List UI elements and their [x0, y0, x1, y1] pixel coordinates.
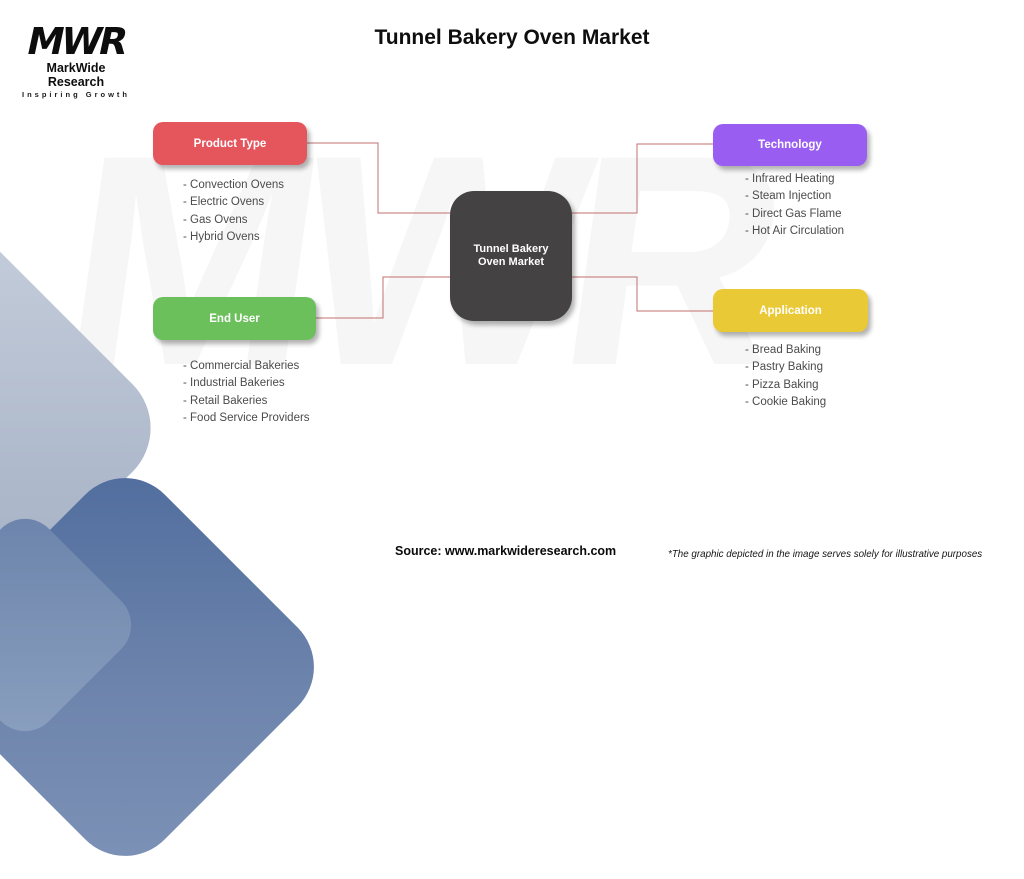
- list-item: - Pizza Baking: [745, 378, 819, 391]
- connector-product-type: [307, 142, 450, 214]
- list-item: - Convection Ovens: [183, 179, 284, 191]
- list-item: - Infrared Heating: [745, 173, 835, 185]
- list-item: - Industrial Bakeries: [183, 377, 285, 390]
- list-item: - Bread Baking: [745, 344, 822, 356]
- list-item: - Commercial Bakeries: [183, 360, 300, 372]
- node-end-user: End User: [153, 297, 316, 340]
- disclaimer-text: *The graphic depicted in the image serve…: [668, 549, 983, 560]
- list-item: - Hybrid Ovens: [183, 231, 260, 244]
- list-item: - Steam Injection: [745, 190, 832, 203]
- source-text: Source: www.markwideresearch.com: [395, 544, 617, 558]
- list-item: - Cookie Baking: [745, 396, 827, 409]
- node-center-market: Tunnel Bakery Oven Market: [450, 191, 572, 321]
- logo-tagline: Inspiring Growth: [22, 90, 130, 99]
- application-item-list: - Bread Baking - Pastry Baking - Pizza B…: [745, 342, 826, 412]
- connector-lines: [307, 142, 713, 319]
- connector-technology: [572, 143, 713, 214]
- end-user-item-list: - Commercial Bakeries - Industrial Baker…: [183, 358, 310, 428]
- node-product-type: Product Type: [153, 122, 307, 165]
- list-item: - Pastry Baking: [745, 361, 823, 374]
- technology-item-list: - Infrared Heating - Steam Injection - D…: [745, 171, 844, 241]
- logo-name: MarkWide Research: [46, 61, 106, 89]
- connector-application: [572, 276, 713, 312]
- product-type-item-list: - Convection Ovens - Electric Ovens - Ga…: [183, 177, 284, 247]
- list-item: - Direct Gas Flame: [745, 207, 842, 220]
- list-item: - Gas Ovens: [183, 213, 248, 226]
- list-item: - Food Service Providers: [183, 412, 310, 425]
- list-item: - Electric Ovens: [183, 196, 265, 209]
- node-technology: Technology: [713, 124, 867, 166]
- list-item: - Hot Air Circulation: [745, 225, 845, 238]
- connector-end-user: [316, 276, 450, 319]
- node-application: Application: [713, 289, 868, 332]
- page-title: Tunnel Bakery Oven Market: [374, 26, 650, 49]
- list-item: - Retail Bakeries: [183, 394, 268, 407]
- markwide-research-logo: MWR MarkWide Research Inspiring Growth: [20, 20, 132, 99]
